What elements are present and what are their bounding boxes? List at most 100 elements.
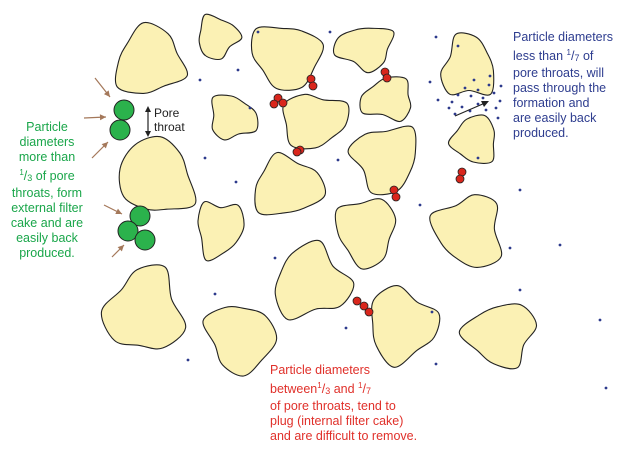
green-line4-text: of pore xyxy=(32,169,75,183)
small-particle xyxy=(481,96,485,100)
green-fraction-numerator: 1 xyxy=(19,168,24,177)
green-line7: cake and are xyxy=(10,216,84,230)
sand-grain xyxy=(254,152,327,216)
red-fraction1-denominator: 3 xyxy=(325,386,331,396)
blue-line5: formation and xyxy=(513,96,590,110)
medium-particle xyxy=(269,99,279,109)
flow-arrows xyxy=(83,77,125,258)
large-particle xyxy=(134,229,156,251)
pore-throat-label: Pore throat xyxy=(154,106,185,134)
sand-grain xyxy=(202,306,278,377)
small-particle xyxy=(496,116,500,120)
small-particle xyxy=(518,288,522,292)
large-particle xyxy=(109,119,131,141)
medium-particle-label: Particle diameters between1/3 and 1/7 of… xyxy=(270,363,450,444)
blue-line2-pre: less than xyxy=(513,49,567,63)
small-particle xyxy=(418,203,422,207)
sand-grain xyxy=(197,200,245,262)
red-line4: plug (internal filter cake) xyxy=(270,414,404,428)
flow-arrowhead xyxy=(115,208,122,214)
medium-particle xyxy=(308,81,318,91)
small-particle xyxy=(434,35,438,39)
small-particle xyxy=(456,93,460,97)
small-particle xyxy=(450,100,454,104)
blue-direction-arrow xyxy=(454,101,489,117)
medium-particle xyxy=(278,98,288,108)
green-line3: more than xyxy=(18,150,76,164)
small-particle xyxy=(604,386,608,390)
green-line4: 1/3 of pore xyxy=(19,168,75,183)
small-particle xyxy=(469,94,473,98)
small-particle xyxy=(447,106,451,110)
large-particles xyxy=(109,99,156,251)
blue-line2-post: of xyxy=(579,49,594,63)
small-particles xyxy=(186,30,608,390)
small-particle xyxy=(186,358,190,362)
small-particle xyxy=(494,106,498,110)
small-particle xyxy=(203,156,207,160)
green-fraction-denominator: 3 xyxy=(27,173,33,183)
large-particle xyxy=(129,205,151,227)
small-particle xyxy=(498,99,502,103)
red-line3: of pore throats, tend to xyxy=(270,399,396,413)
green-line2: diameters xyxy=(19,135,75,149)
small-particle xyxy=(453,112,457,116)
small-particle xyxy=(598,318,602,322)
small-particle xyxy=(248,106,252,110)
small-particle xyxy=(434,362,438,366)
small-particle xyxy=(236,68,240,72)
sand-grain xyxy=(458,303,538,370)
small-particle xyxy=(484,108,488,112)
sand-grain xyxy=(274,239,355,321)
sand-grain xyxy=(359,76,412,123)
sand-grain xyxy=(282,93,350,150)
blue-line2: less than 1/7 of xyxy=(513,48,594,63)
small-particle xyxy=(518,188,522,192)
small-particle xyxy=(476,102,480,106)
red-line2-mid: and xyxy=(330,382,359,396)
red-line1: Particle diameters xyxy=(270,363,371,377)
small-particle-label: Particle diameters less than 1/7 of pore… xyxy=(513,30,627,141)
blue-line7: produced. xyxy=(513,126,569,140)
small-particle xyxy=(476,156,480,160)
sand-grain xyxy=(429,194,503,268)
medium-particle xyxy=(455,174,465,184)
blue-line4: pass through the xyxy=(513,81,607,95)
medium-particle xyxy=(391,192,401,202)
blue-fraction-numerator: 1 xyxy=(566,48,571,57)
sand-grain xyxy=(211,94,259,141)
large-particle xyxy=(113,99,135,121)
medium-particle xyxy=(352,296,362,306)
large-particle xyxy=(117,220,139,242)
small-particle xyxy=(499,84,503,88)
red-fraction2-denominator: 7 xyxy=(365,386,371,396)
small-particle xyxy=(430,310,434,314)
medium-particle xyxy=(382,73,392,83)
sand-grain xyxy=(447,114,496,164)
green-line1: Particle xyxy=(26,120,68,134)
pore-throat-line2: throat xyxy=(154,120,185,134)
sand-grain xyxy=(250,26,325,91)
red-line5: and are difficult to remove. xyxy=(270,429,418,443)
small-particle xyxy=(558,243,562,247)
small-particle xyxy=(476,88,480,92)
sand-grain xyxy=(371,285,441,368)
green-line6: external filter xyxy=(11,201,83,215)
small-particle xyxy=(328,30,332,34)
sand-grains xyxy=(100,13,538,377)
small-particle xyxy=(488,74,492,78)
small-particle xyxy=(213,292,217,296)
flow-arrowhead xyxy=(101,142,108,149)
small-particle xyxy=(460,105,464,109)
medium-particles xyxy=(269,67,467,317)
blue-line3: pore throats, will xyxy=(513,66,605,80)
red-fraction1-numerator: 1 xyxy=(317,381,322,390)
small-particle xyxy=(463,86,467,90)
small-particle xyxy=(492,91,496,95)
blue-line1: Particle diameters xyxy=(513,30,614,44)
small-particle xyxy=(428,80,432,84)
red-line2: between1/3 and 1/7 xyxy=(270,381,371,396)
small-particle xyxy=(472,78,476,82)
small-particle xyxy=(487,83,491,87)
green-line8: easily back xyxy=(16,231,78,245)
